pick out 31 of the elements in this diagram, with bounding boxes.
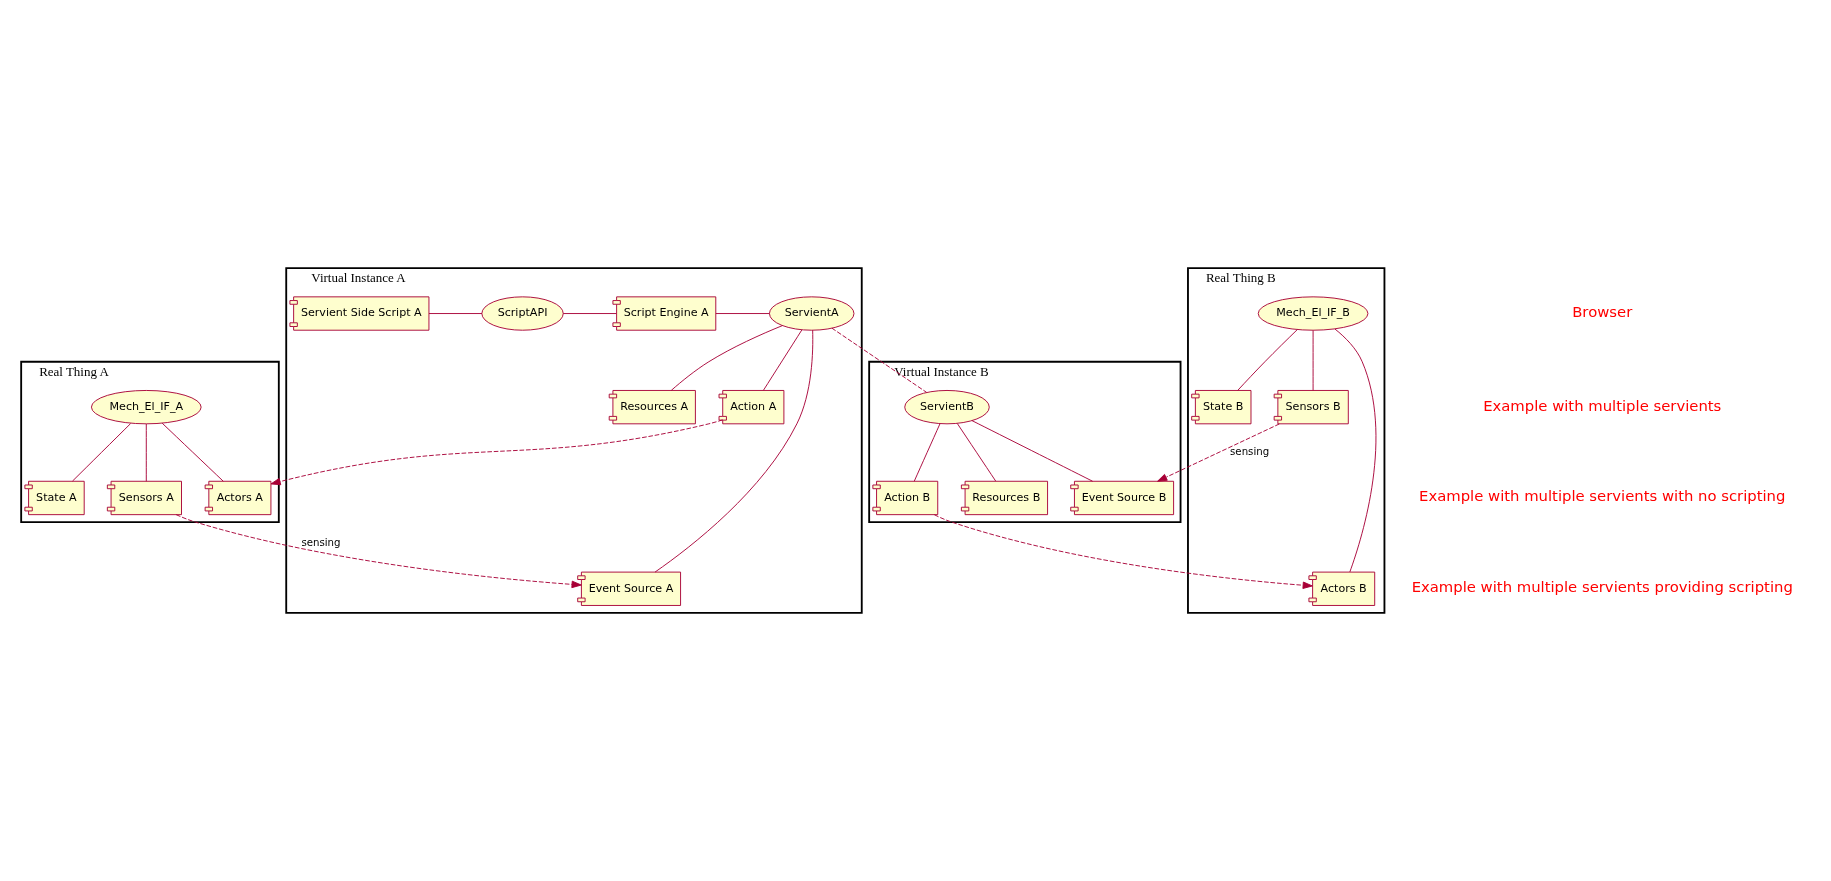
connector — [913, 423, 941, 482]
connector — [428, 313, 483, 314]
arrow — [175, 514, 582, 589]
connector — [763, 329, 803, 391]
label: Example with multiple servients — [1483, 396, 1722, 414]
connector — [971, 420, 1094, 482]
connector — [831, 327, 928, 393]
connector — [161, 422, 224, 482]
connector — [145, 423, 147, 482]
connector — [1237, 329, 1298, 391]
node-ellipse: Mech_El_IF_B — [1257, 296, 1369, 331]
connector — [72, 423, 132, 482]
label: Example with multiple servients providing scripting — [1411, 578, 1793, 596]
connector — [670, 325, 783, 391]
edge-label: sensing — [1230, 446, 1270, 458]
arrow — [1157, 423, 1280, 482]
label: Example with multiple servients with no scripting — [1419, 487, 1786, 505]
node-ellipse: ScriptAPI — [481, 296, 564, 331]
node-ellipse: Mech_El_IF_A — [90, 390, 202, 425]
connector — [654, 329, 814, 573]
connector — [715, 313, 770, 314]
arrow — [270, 419, 724, 486]
connector — [1334, 328, 1377, 573]
connector — [956, 423, 997, 482]
edge-label: sensing — [301, 536, 341, 548]
connector — [1312, 329, 1314, 391]
node-ellipse: ServientB — [904, 390, 990, 425]
node-ellipse: ServientA — [768, 296, 855, 331]
arrow — [933, 514, 1313, 589]
connector — [562, 313, 617, 314]
label: Browser — [1572, 303, 1633, 321]
